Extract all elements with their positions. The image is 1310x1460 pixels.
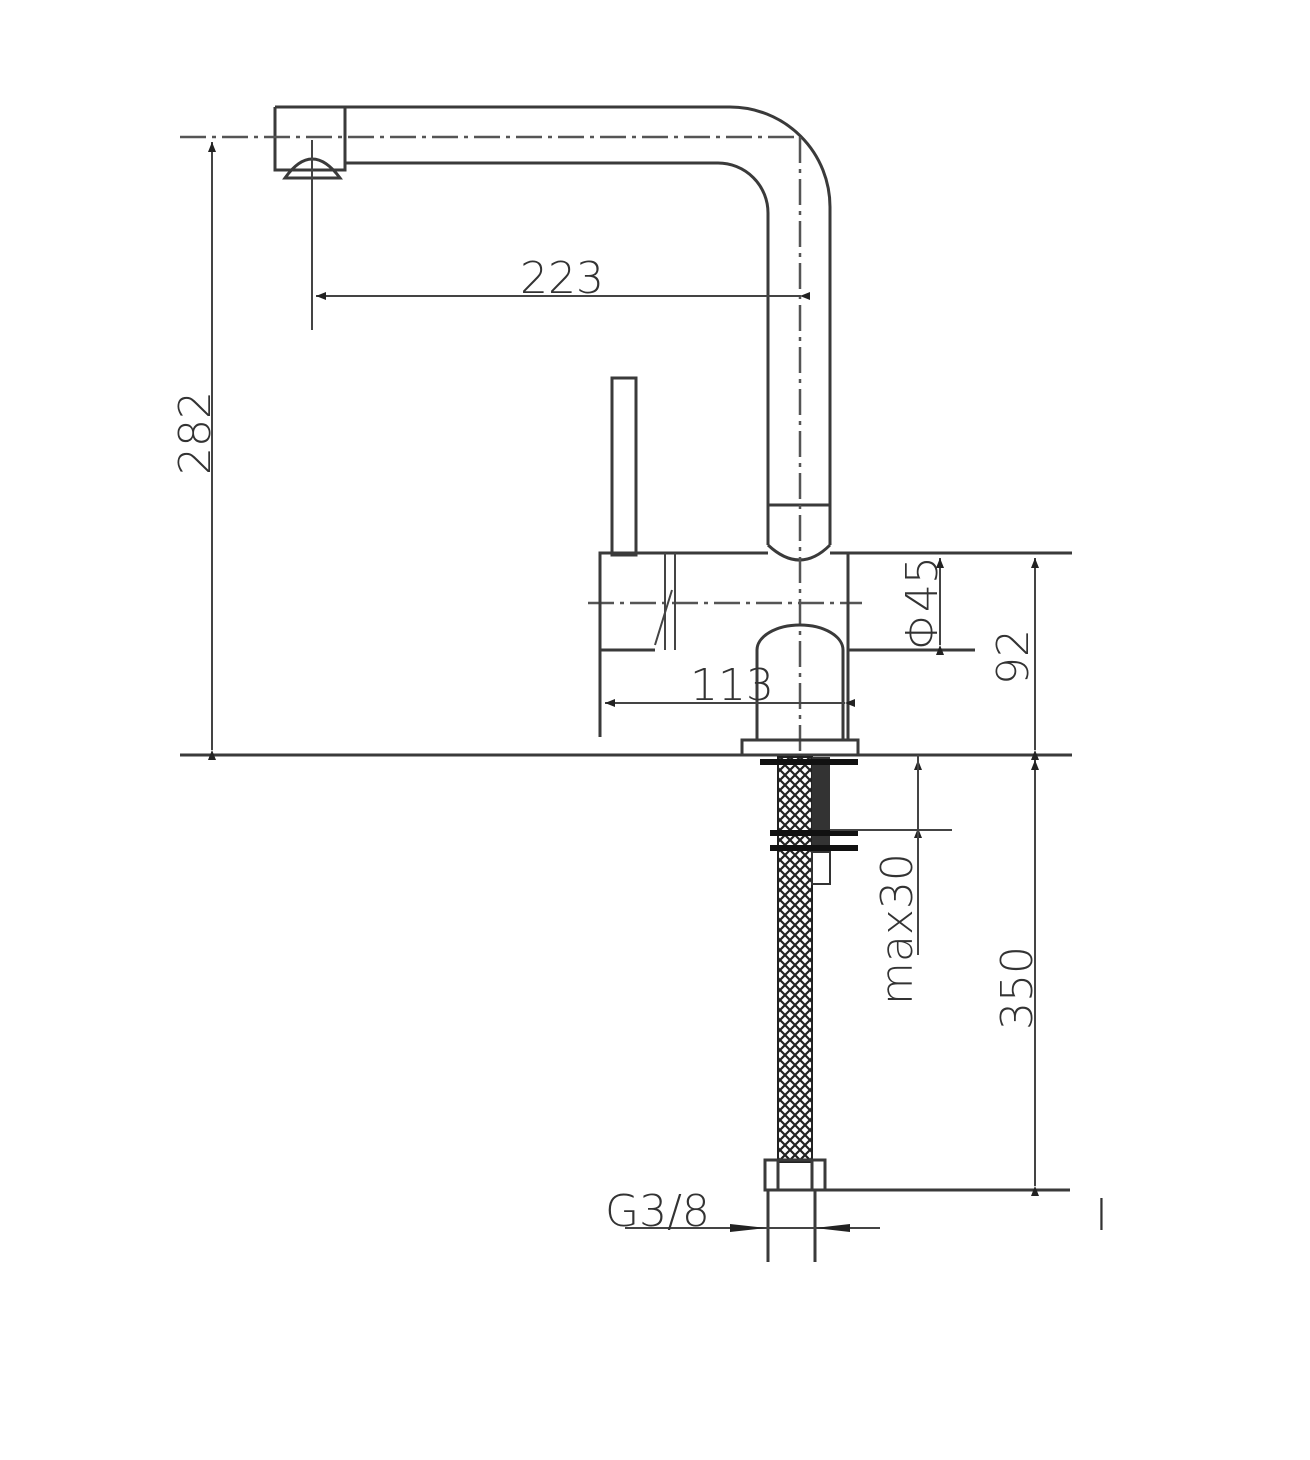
dim-label-282: 282 [170, 391, 221, 475]
spout [273, 105, 832, 562]
dim-label-max30: max30 [872, 853, 923, 1005]
dim-label-113: 113 [690, 660, 774, 711]
supply-hose [760, 756, 858, 1262]
aerator-nozzle [282, 157, 343, 180]
lever-handle [610, 376, 638, 557]
dim-label-g38: G3/8 [605, 1186, 710, 1237]
dim-label-92: 92 [988, 629, 1039, 685]
dim-label-350: 350 [992, 946, 1043, 1030]
dim-label-223: 223 [520, 253, 604, 304]
section-marker: I [1095, 1190, 1108, 1241]
mixer-body [598, 551, 1072, 757]
dim-label-45: Φ45 [897, 556, 948, 650]
